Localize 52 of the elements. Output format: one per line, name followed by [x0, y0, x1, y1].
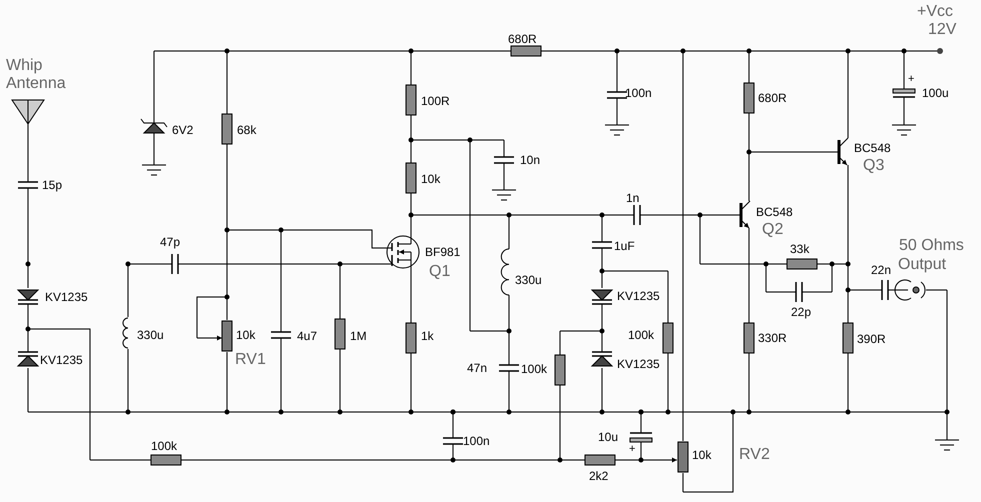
component-designator: Q1	[429, 264, 450, 280]
component-value: 47n	[467, 362, 488, 374]
component-value: 47p	[160, 236, 180, 248]
antenna-label: Antenna	[6, 76, 66, 92]
component-value: 100R	[421, 95, 450, 107]
component-value: 1n	[626, 192, 640, 204]
component-value: 10n	[520, 154, 540, 166]
component-value: 15p	[42, 179, 62, 191]
component-value: 100n	[463, 435, 490, 447]
component-designator: Q2	[762, 222, 784, 238]
component-designator: RV2	[739, 447, 770, 463]
component-value: 22n	[871, 264, 892, 276]
component-value: 100k	[151, 440, 178, 452]
component-value: 330u	[515, 274, 542, 286]
component-value: 6V2	[172, 124, 194, 136]
component-value: 1uF	[614, 240, 635, 252]
antenna-label: Whip	[6, 58, 42, 74]
component-value: 330u	[137, 329, 164, 341]
supply-label: 12V	[928, 22, 956, 38]
component-value: 4u7	[297, 330, 318, 342]
component-value: 10k	[692, 449, 712, 461]
component-designator: RV1	[235, 352, 266, 368]
component-value: 100k	[521, 363, 548, 375]
component-value: 100k	[628, 329, 654, 341]
polarity-mark: +	[908, 74, 914, 85]
component-value: 100u	[922, 87, 949, 99]
component-value: 10k	[236, 329, 256, 341]
component-value: KV1235	[617, 290, 660, 302]
component-value: 10u	[598, 431, 618, 443]
component-value: BC548	[756, 206, 793, 218]
component-value: 10k	[421, 173, 440, 185]
component-value: 680R	[508, 33, 537, 45]
component-value: 100n	[625, 87, 652, 99]
component-value: 68k	[237, 124, 256, 136]
component-value: 1k	[421, 330, 434, 342]
component-value: 330R	[758, 332, 787, 344]
component-value: 2k2	[589, 470, 608, 482]
component-value: 1M	[350, 330, 367, 342]
output-label: Output	[898, 257, 946, 273]
component-value: KV1235	[45, 291, 88, 303]
output-label: 50 Ohms	[899, 238, 964, 254]
component-value: 390R	[857, 333, 886, 345]
component-value: KV1235	[617, 358, 660, 370]
polarity-mark: +	[629, 444, 636, 455]
component-value: 22p	[791, 306, 812, 318]
component-value: 33k	[790, 243, 810, 255]
supply-label: +Vcc	[917, 4, 954, 20]
component-value: BC548	[854, 142, 891, 154]
component-value: 680R	[758, 92, 787, 104]
component-value: KV1235	[40, 354, 83, 366]
component-designator: Q3	[863, 158, 884, 174]
component-value: BF981	[425, 246, 460, 258]
